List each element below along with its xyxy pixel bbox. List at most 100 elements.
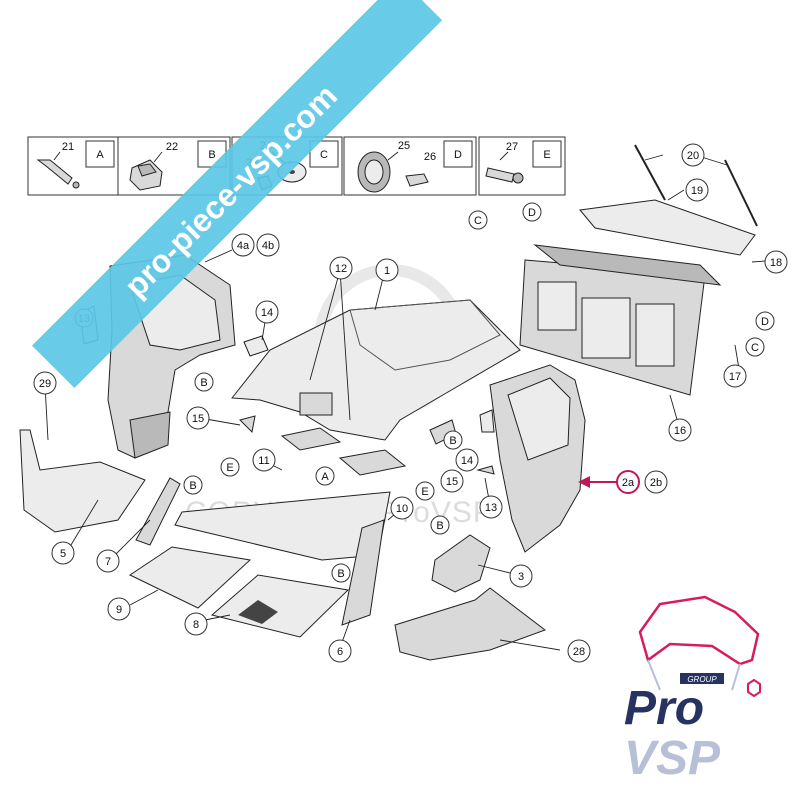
car-outline-icon	[638, 595, 760, 666]
boot-floor	[174, 491, 391, 561]
fastener-letter: C	[320, 149, 328, 161]
part-14b	[479, 409, 495, 433]
callout-14a: 14	[255, 300, 279, 324]
callout-B3: B	[331, 563, 351, 583]
svg-text:15: 15	[192, 413, 204, 425]
bracket-3	[431, 534, 491, 593]
strut-rod-left	[634, 144, 666, 201]
callout-C1: C	[468, 210, 488, 230]
pillar-trim-6	[341, 519, 385, 626]
callout-29: 29	[33, 371, 57, 395]
right-sill-trim-28	[394, 587, 547, 661]
svg-text:B: B	[337, 568, 344, 580]
svg-text:12: 12	[335, 263, 347, 275]
svg-text:14: 14	[461, 455, 473, 467]
part-14a	[243, 335, 269, 357]
svg-text:D: D	[528, 207, 536, 219]
callout-1: 1	[375, 258, 399, 282]
svg-text:17: 17	[729, 371, 741, 383]
svg-text:14: 14	[261, 307, 273, 319]
svg-text:11: 11	[258, 455, 269, 467]
svg-text:10: 10	[396, 503, 408, 515]
fastener-box-d: D 25 26	[343, 136, 477, 196]
cargo-cover	[579, 199, 756, 256]
callout-28: 28	[567, 639, 591, 663]
callout-3: 3	[509, 564, 533, 588]
callout-E2: E	[415, 481, 435, 501]
callout-12: 12	[329, 256, 353, 280]
callout-B4: B	[443, 430, 463, 450]
callout-20: 20	[681, 143, 705, 167]
sun-visor-left	[280, 427, 342, 451]
callout-A1: A	[315, 466, 335, 486]
callout-C2: C	[745, 337, 765, 357]
svg-text:16: 16	[674, 425, 686, 437]
callout-19: 19	[685, 178, 709, 202]
svg-text:15: 15	[446, 476, 458, 488]
svg-text:8: 8	[193, 619, 199, 631]
svg-text:13: 13	[485, 502, 497, 514]
svg-text:7: 7	[105, 556, 111, 568]
callout-7: 7	[96, 549, 120, 573]
fastener-letter: D	[454, 149, 462, 161]
part-number: 27	[506, 141, 518, 153]
callout-B5: B	[430, 515, 450, 535]
callout-5: 5	[51, 541, 75, 565]
svg-text:4b: 4b	[262, 240, 274, 252]
callout-14b: 14	[455, 448, 479, 472]
svg-text:C: C	[474, 215, 482, 227]
fastener-box-a: A 21	[27, 136, 119, 196]
part-number-sub: 26	[424, 151, 436, 163]
floor-mat-8	[210, 574, 350, 638]
rivet-icon	[36, 159, 73, 185]
callout-E1: E	[220, 457, 240, 477]
highlight-arrow	[578, 476, 617, 488]
callout-2a: 2a	[616, 470, 640, 494]
svg-text:2b: 2b	[650, 477, 662, 489]
svg-text:C: C	[751, 342, 759, 354]
part-number: 21	[62, 141, 74, 153]
fastener-legend: A 21 B 22 C 24 23	[27, 136, 566, 196]
pillar-trim-7	[135, 477, 181, 546]
svg-text:E: E	[226, 462, 233, 474]
svg-text:B: B	[436, 520, 443, 532]
svg-text:B: B	[449, 435, 456, 447]
floor-mat-9	[128, 546, 252, 609]
fastener-letter: A	[96, 149, 104, 161]
svg-text:1: 1	[384, 265, 390, 277]
roof-headliner	[231, 299, 521, 441]
svg-text:19: 19	[691, 185, 703, 197]
strut-rod-right	[724, 159, 758, 227]
callout-17: 17	[723, 364, 747, 388]
svg-text:6: 6	[337, 646, 343, 658]
callout-15a: 15	[186, 406, 210, 430]
svg-text:29: 29	[39, 378, 51, 390]
svg-text:9: 9	[116, 604, 122, 616]
callout-10: 10	[390, 496, 414, 520]
callout-6: 6	[328, 639, 352, 663]
callout-labels: 20 19 18 17 16 1 12 14 4a 4b 13 29 15 11…	[33, 143, 788, 663]
dome-light	[299, 392, 333, 416]
svg-text:E: E	[421, 486, 428, 498]
callout-18: 18	[764, 250, 788, 274]
fastener-letter: E	[543, 149, 550, 161]
fastener-box-e: E 27	[478, 136, 566, 196]
hex-nut-icon	[747, 678, 761, 698]
fastener-letter: B	[208, 149, 215, 161]
svg-text:2a: 2a	[622, 477, 635, 489]
svg-text:20: 20	[687, 150, 699, 162]
callout-B1: B	[194, 372, 214, 392]
callout-4a: 4a	[231, 233, 255, 257]
svg-text:B: B	[200, 377, 207, 389]
callout-B2: B	[183, 475, 203, 495]
callout-8: 8	[184, 612, 208, 636]
callout-2b: 2b	[644, 470, 668, 494]
callout-16: 16	[668, 418, 692, 442]
bolt-icon	[405, 173, 429, 187]
sill-trim-5	[19, 429, 146, 533]
logo-group-text: GROUP	[687, 675, 717, 684]
part-number: 25	[398, 140, 410, 152]
logo-bottom-text: VSP	[624, 732, 721, 785]
callout-D1: D	[522, 202, 542, 222]
